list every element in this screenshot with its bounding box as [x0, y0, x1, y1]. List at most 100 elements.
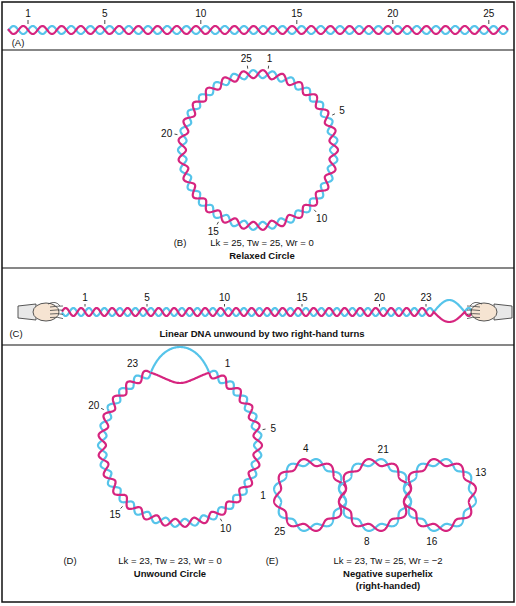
tick-mark	[392, 20, 393, 24]
tick-mark	[296, 20, 297, 24]
dna-strand	[99, 371, 262, 527]
panel-subtitle: (right-handed)	[356, 581, 420, 591]
callout-number: 20	[374, 292, 385, 303]
tick-mark	[379, 304, 380, 307]
finger-line	[467, 313, 480, 315]
dna-strand	[8, 26, 508, 34]
tick-mark	[220, 519, 221, 522]
dna-strand	[274, 459, 346, 531]
dna-strand	[178, 70, 337, 230]
callout-number: 5	[144, 292, 150, 303]
finger-line	[50, 313, 63, 315]
tick-mark	[314, 210, 316, 212]
tick-mark	[147, 304, 148, 307]
callout-number: 4	[303, 443, 309, 454]
tick-mark	[488, 20, 489, 24]
dna-strand	[404, 459, 476, 531]
hand-palm	[33, 303, 59, 321]
finger-line	[50, 306, 63, 307]
callout-number: 15	[208, 226, 219, 237]
tick-group	[28, 20, 489, 521]
finger-line	[467, 317, 480, 318]
panel-letter: (C)	[9, 329, 22, 339]
tick-mark	[247, 66, 248, 69]
hand-palm	[471, 303, 497, 321]
callout-number: 5	[339, 105, 345, 116]
tick-mark	[224, 304, 225, 307]
panel-letter: (D)	[63, 556, 76, 566]
callout-number: 10	[219, 292, 230, 303]
dna-strand	[404, 459, 476, 531]
tick-mark	[263, 429, 266, 431]
tick-mark	[101, 408, 104, 409]
panel-letter: (A)	[12, 38, 25, 48]
tick-mark	[200, 20, 201, 24]
callout-number: 1	[82, 292, 88, 303]
callout-number: 10	[195, 8, 206, 19]
finger-line	[467, 306, 480, 307]
tick-mark	[332, 114, 335, 115]
tick-mark	[175, 134, 178, 136]
callout-number: 20	[387, 8, 398, 19]
dna-strand	[62, 308, 472, 322]
panel-title: Linear DNA unwound by two right-hand tur…	[160, 329, 365, 339]
callout-number: 15	[110, 509, 121, 520]
callout-number: 20	[161, 127, 172, 138]
tick-mark	[121, 506, 123, 508]
topology-formula: Lk = 23, Tw = 25, Wr = −2	[334, 556, 443, 566]
finger-line	[50, 317, 63, 318]
callout-number: 23	[127, 357, 138, 368]
callout-number: 16	[426, 536, 437, 547]
callout-number: 13	[475, 466, 486, 477]
dna-strand	[8, 26, 508, 34]
panel-divider	[2, 267, 514, 268]
dna-strand	[151, 347, 209, 373]
tick-mark	[268, 66, 269, 69]
dna-strand	[98, 371, 261, 527]
callout-number: 23	[420, 292, 431, 303]
callout-number: 25	[241, 52, 252, 63]
tick-mark	[104, 20, 105, 24]
hand-icon	[467, 302, 512, 321]
panel-letter: (B)	[174, 238, 187, 248]
dna-strand	[339, 459, 411, 531]
panel-title: Relaxed Circle	[229, 251, 294, 261]
callout-number: 10	[220, 523, 231, 534]
dna-strand	[274, 459, 346, 531]
callout-number: 1	[25, 8, 31, 19]
callout-number: 8	[364, 536, 370, 547]
callout-number: 15	[291, 8, 302, 19]
helix-group	[8, 26, 508, 531]
panel-divider	[2, 49, 514, 50]
topology-formula: Lk = 23, Tw = 23, Wr = 0	[118, 556, 221, 566]
panel-title: Unwound Circle	[134, 569, 206, 579]
tick-mark	[302, 304, 303, 307]
hand-group	[18, 302, 512, 321]
callout-number: 21	[378, 443, 389, 454]
callout-number: 5	[102, 8, 108, 19]
callout-number: 20	[88, 399, 99, 410]
tick-mark	[85, 304, 86, 307]
callout-number: 1	[225, 357, 231, 368]
tick-mark	[426, 304, 427, 307]
hand-icon	[18, 302, 63, 321]
dna-strand	[339, 459, 411, 531]
panel-letter: (E)	[266, 556, 279, 566]
tick-mark	[28, 20, 29, 24]
thumb-line	[470, 302, 482, 306]
topology-formula: Lk = 25, Tw = 25, Wr = 0	[210, 238, 313, 248]
callout-number: 10	[316, 212, 327, 223]
dna-strand	[151, 373, 209, 383]
callout-number: 25	[483, 8, 494, 19]
callout-number: 1	[267, 52, 273, 63]
callout-number: 5	[271, 422, 277, 433]
finger-line	[50, 309, 63, 311]
panel-divider	[2, 344, 514, 345]
dna-strand	[179, 70, 338, 230]
callout-number: 25	[274, 526, 285, 537]
tick-mark	[217, 222, 218, 225]
callout-number: 1	[260, 490, 266, 501]
finger-line	[467, 309, 480, 311]
